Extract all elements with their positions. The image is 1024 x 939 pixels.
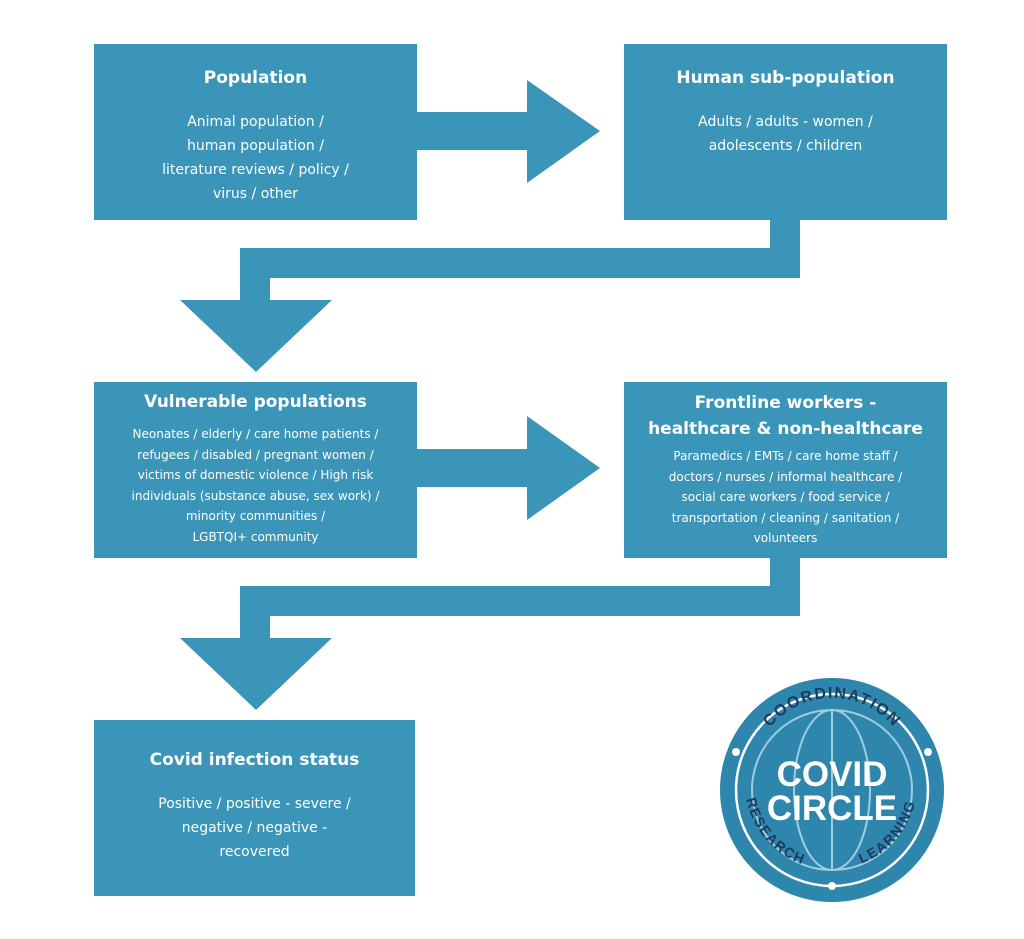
logo-wordmark-line2: CIRCLE [767, 789, 897, 828]
logo-wordmark-line1: COVID [777, 755, 888, 794]
human-sub-population-description: Adults / adults - women / adolescents / … [698, 110, 873, 158]
covid-infection-status-line: Positive / positive - severe / [158, 796, 351, 812]
logo-ring-dot-left [732, 748, 740, 756]
vulnerable-populations-box: Vulnerable populations Neonates / elderl… [94, 382, 417, 558]
frontline-workers-line: doctors / nurses / informal healthcare / [668, 469, 903, 484]
frontline-workers-title-line: Frontline workers - [694, 393, 877, 413]
population-title: Population [203, 68, 308, 88]
population-description: Animal population / human population / l… [162, 110, 349, 206]
arrow-frontline-to-covid-status [180, 558, 800, 710]
frontline-workers-description: Paramedics / EMTs / care home staff / do… [669, 446, 902, 549]
vulnerable-populations-line: individuals (substance abuse, sex work) … [131, 488, 380, 503]
human-sub-population-line: Adults / adults - women / [698, 114, 873, 130]
covid-infection-status-title: Covid infection status [149, 750, 360, 770]
population-line: human population / [187, 138, 324, 154]
covid-infection-status-description: Positive / positive - severe / negative … [158, 792, 351, 864]
frontline-workers-line: Paramedics / EMTs / care home staff / [673, 449, 898, 463]
arrow-population-to-subpopulation [417, 80, 600, 183]
vulnerable-populations-description: Neonates / elderly / care home patients … [132, 424, 380, 547]
frontline-workers-line: transportation / cleaning / sanitation / [671, 510, 900, 525]
frontline-workers-title-line: healthcare & non-healthcare [648, 419, 923, 439]
vulnerable-populations-line: victims of domestic violence / High risk [137, 468, 374, 482]
human-sub-population-box: Human sub-population Adults / adults - w… [624, 44, 947, 220]
frontline-workers-line: volunteers [753, 531, 818, 545]
population-box: Population Animal population / human pop… [94, 44, 417, 220]
human-sub-population-line: adolescents / children [708, 138, 863, 154]
vulnerable-populations-line: refugees / disabled / pregnant women / [137, 447, 374, 462]
arrow-subpopulation-to-vulnerable [180, 220, 800, 372]
logo-ring-dot-bottom [828, 882, 836, 890]
population-line: literature reviews / policy / [162, 162, 349, 178]
population-line: virus / other [212, 186, 298, 202]
vulnerable-populations-title: Vulnerable populations [144, 392, 367, 412]
covid-infection-status-box: Covid infection status Positive / positi… [94, 720, 415, 896]
frontline-workers-box: Frontline workers - healthcare & non-hea… [624, 382, 947, 558]
covid-infection-status-line: recovered [219, 844, 290, 860]
frontline-workers-title: Frontline workers - healthcare & non-hea… [648, 390, 923, 442]
human-sub-population-title: Human sub-population [676, 68, 895, 88]
vulnerable-populations-line: LGBTQI+ community [192, 529, 319, 544]
vulnerable-populations-line: minority communities / [185, 509, 326, 523]
population-line: Animal population / [187, 114, 324, 130]
frontline-workers-line: social care workers / food service / [681, 490, 890, 504]
arrow-vulnerable-to-frontline [417, 416, 600, 520]
logo-ring-dot-right [924, 748, 932, 756]
vulnerable-populations-line: Neonates / elderly / care home patients … [132, 427, 379, 441]
covid-infection-status-line: negative / negative - [181, 820, 328, 836]
